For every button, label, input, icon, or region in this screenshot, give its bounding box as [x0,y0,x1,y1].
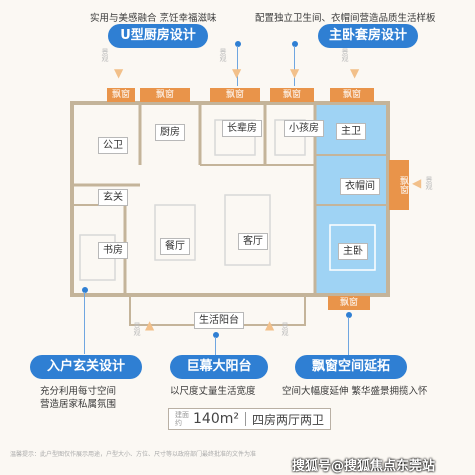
bay-window: 飘窗 [330,88,374,102]
bay-window-bottom: 飘窗 [328,296,370,310]
room-elder: 长辈房 [222,120,262,137]
feature-balcony-pill: 巨幕大阳台 [170,355,268,379]
bay-window: 飘窗 [270,88,314,102]
view-label: 景观 [425,176,433,190]
room-public-bath: 公卫 [98,137,128,154]
view-arrow-icon: ▼ [232,66,242,80]
room-master-bath: 主卫 [336,123,366,140]
feature-entrance-line1: 充分利用每寸空间 [40,386,117,397]
summary-prefix: 建面约 [175,411,189,427]
feature-balcony-line1: 以尺度丈量生活宽度 [170,386,256,397]
window-pointer-line [348,317,349,355]
kitchen-pointer-dot [235,41,241,47]
feature-window-line1: 空间大幅度延伸 繁华盛景拥揽入怀 [282,386,428,397]
view-arrow-icon: ▲ [265,318,275,332]
bay-window: 飘窗 [140,88,190,102]
room-kitchen: 厨房 [155,124,185,141]
view-label: 景观 [101,48,109,62]
room-living: 客厅 [238,233,268,250]
view-label: 景观 [133,322,141,336]
kitchen-design-pill: U型厨房设计 [108,24,208,48]
balcony-pointer-line [215,337,216,355]
bay-window: 飘窗 [107,88,135,102]
room-master-bedroom: 主卧 [338,243,368,260]
feature-entrance-pill: 入户玄关设计 [30,355,142,379]
view-label: 景观 [281,322,289,336]
master-pointer-line [294,46,295,86]
view-label: 景观 [219,48,227,62]
summary-layout: 四房两厅两卫 [251,412,324,427]
bay-window: 飘窗 [210,88,260,102]
room-kid: 小孩房 [284,120,324,137]
master-pointer-dot [292,41,298,47]
room-dining: 餐厅 [160,238,190,255]
kitchen-caption: 实用与美感融合 烹饪幸福滋味 [90,13,217,24]
view-arrow-icon: ▼ [290,66,300,80]
view-arrow-icon: ◀ [412,176,422,190]
kitchen-pointer-line [237,46,238,86]
summary-area: 140m² [193,411,239,427]
master-bed-sketch [329,224,376,271]
entrance-pointer-dot [82,287,88,293]
feature-window-pill: 飘窗空间延拓 [295,355,407,379]
master-suite-pill: 主卧套房设计 [318,24,418,48]
bay-window-right: 飘窗 [389,160,409,210]
view-label: 景观 [341,48,349,62]
view-arrow-icon: ▼ [350,66,360,80]
room-wardrobe: 衣帽间 [340,178,380,195]
view-arrow-icon: ▲ [145,318,155,332]
feature-entrance-line2: 营造居家私属氛围 [40,399,117,410]
room-balcony: 生活阳台 [194,312,244,329]
view-arrow-icon: ▼ [114,66,124,80]
watermark: 搜狐号@搜狐焦点东莞站 [292,459,436,474]
entrance-pointer-line [84,292,85,354]
room-study: 书房 [98,242,128,259]
room-entrance: 玄关 [98,189,128,206]
master-suite-caption: 配置独立卫生间、衣帽间营造品质生活样板 [255,13,436,24]
disclaimer: 温馨提示：此户型图仅作展示用途，户型大小、方位、尺寸等以政府部门最终批准的文件为… [10,451,257,458]
window-pointer-dot [346,312,352,318]
sofa-sketch [224,194,271,266]
summary-badge: 建面约 140m² 四房两厅两卫 [168,408,331,430]
balcony-pointer-dot [213,332,219,338]
dining-table-sketch [154,204,196,261]
